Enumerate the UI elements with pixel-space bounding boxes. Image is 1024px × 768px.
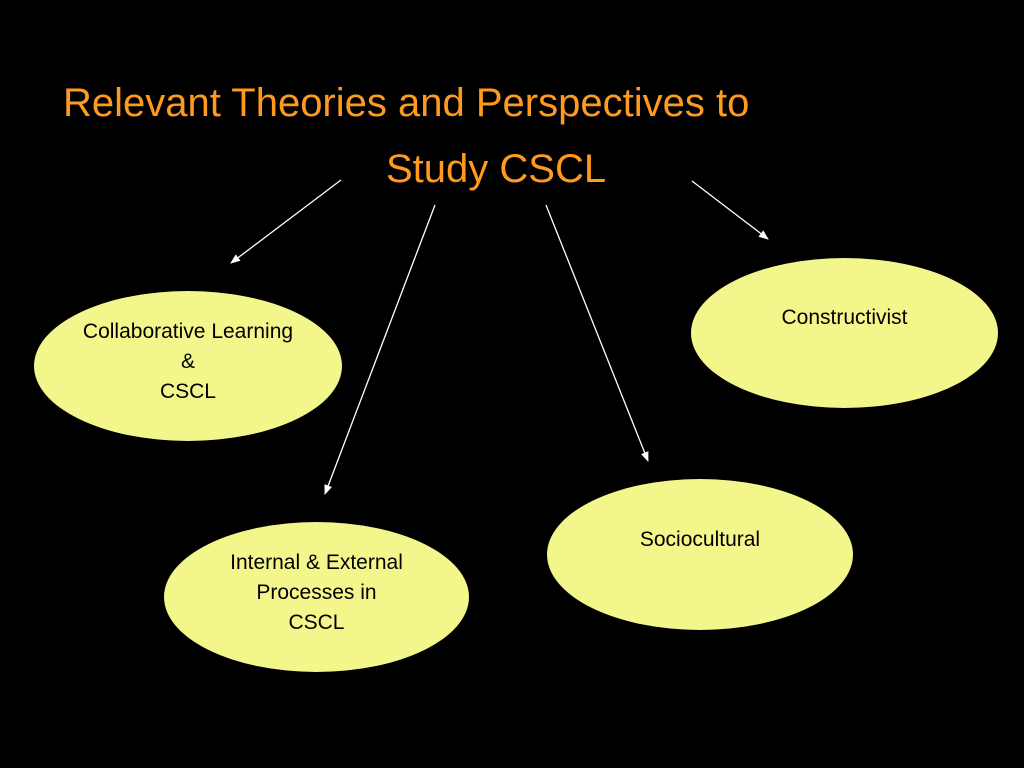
node-sociocultural: Sociocultural — [546, 478, 854, 631]
node-collaborative-line-1: Collaborative Learning — [82, 320, 294, 343]
node-collaborative-line-3: CSCL — [159, 380, 216, 403]
node-internal-line-2: Processes in — [256, 581, 377, 604]
node-sociocultural-label: Sociocultural — [639, 527, 761, 551]
node-constructivist-label: Constructivist — [781, 306, 908, 329]
node-collaborative-learning: Collaborative Learning & CSCL — [33, 290, 343, 442]
arrow-to-internal-external — [324, 204, 436, 495]
node-constructivist: Constructivist — [690, 257, 999, 409]
arrow-to-constructivist — [691, 180, 769, 240]
slide-title-line-2: Study CSCL — [386, 147, 607, 191]
slide-title-line-1: Relevant Theories and Perspectives to — [63, 81, 750, 125]
node-internal-line-1: Internal & External — [230, 551, 403, 574]
node-collaborative-line-2: & — [180, 350, 195, 373]
node-internal-external-processes: Internal & External Processes in CSCL — [163, 521, 470, 673]
node-internal-line-3: CSCL — [288, 611, 345, 634]
arrow-to-sociocultural — [545, 204, 649, 462]
arrow-to-collaborative — [230, 179, 342, 264]
